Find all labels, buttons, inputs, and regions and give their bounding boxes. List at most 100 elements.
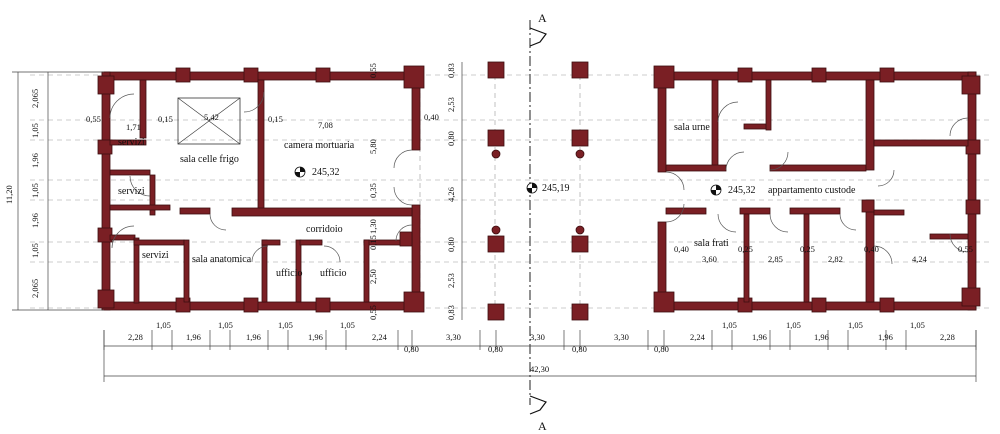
level-markers: 245,32 245,19 245,32 [294,166,756,196]
dim-width-label: 3,30 [614,332,629,342]
dim-width-label: 1,05 [218,320,233,330]
dim-label: 0,40 [864,244,879,254]
dim-label: 0,25 [738,244,753,254]
level-value-left: 245,32 [312,167,340,178]
column-base [491,149,501,159]
dim-column-label: 0,80 [446,237,456,252]
dim-width-label: 1,05 [786,320,801,330]
dim-label: 2,82 [828,254,843,264]
dim-label: 0,55 [368,305,378,320]
dim-width-label: 0,80 [488,344,503,354]
dim-width-label: 2,28 [128,332,143,342]
room-label-servizi: servizi [118,137,145,148]
dim-column-label: 0,83 [446,305,456,320]
dim-height-label: 1,96 [30,213,40,228]
column [487,129,505,147]
column [487,61,505,79]
column-base [575,149,585,159]
dim-label: 7,08 [318,120,333,130]
column [571,235,589,253]
dim-label: 0,55 [86,114,101,124]
section-label-bottom: A [538,419,547,433]
dim-label: 0,15 [158,114,173,124]
dim-column-label: 2,53 [446,273,456,288]
dim-column-label: 0,80 [446,131,456,146]
dim-width-label: 0,80 [404,344,419,354]
dim-label: 0,15 [268,114,283,124]
room-label-sala-urne: sala urne [674,122,710,133]
left-building [97,65,425,313]
left-dimension-chain: 2,065 1,05 1,96 1,05 1,96 1,05 2,065 11,… [4,71,104,311]
column [571,129,589,147]
dim-height-label: 1,05 [30,123,40,138]
dim-width-label: 0,80 [572,344,587,354]
dim-total-length: 42,30 [530,364,549,374]
dim-width-label: 1,05 [156,320,171,330]
dim-width-label: 2,24 [372,332,388,342]
level-value-right: 245,32 [728,185,756,196]
dim-width-label: 1,96 [878,332,893,342]
dim-column-label: 0,83 [446,63,456,78]
dim-label: 1,30 [368,219,378,234]
dim-label: 0,55 [368,63,378,78]
room-label-ufficio: ufficio [320,268,346,279]
column [487,303,505,321]
section-axis: A A [529,11,547,433]
dim-width-label: 1,05 [722,320,737,330]
dim-height-label: 1,05 [30,243,40,258]
dim-width-label: 1,05 [848,320,863,330]
dim-width-label: 2,28 [940,332,955,342]
colonnade-dimension-chain: 0,83 2,53 0,80 4,26 0,80 2,53 0,83 [446,62,463,320]
dim-height-label: 1,05 [30,183,40,198]
dim-label: 0,40 [424,112,439,122]
doors [109,91,969,265]
dim-width-label: 1,05 [278,320,293,330]
column-base [575,225,585,235]
room-label-appartamento-custode: appartamento custode [768,185,856,196]
column [571,303,589,321]
dim-column-label: 2,53 [446,97,456,112]
room-label-ufficio: ufficio [276,268,302,279]
grid-lines [30,74,990,310]
dim-label: 3,60 [702,254,717,264]
dim-label: 0,40 [674,244,689,254]
dim-column-label: 4,26 [446,187,456,202]
interior-dimensions: 0,55 1,71 0,15 5,42 0,15 7,08 0,55 0,40 … [86,63,973,320]
dim-height-label: 2,065 [30,89,40,108]
dim-label: 0,15 [368,235,378,250]
dim-label: 0,55 [958,244,973,254]
dim-height-label: 1,96 [30,153,40,168]
column [487,235,505,253]
dim-label: 1,71 [126,122,141,132]
dim-width-label: 1,96 [814,332,829,342]
dim-width-label: 1,96 [752,332,767,342]
room-label-sala-frati: sala frati [694,238,729,249]
bottom-dimension-chain: 2,28 1,05 1,96 1,05 1,96 1,05 1,96 1,05 … [103,320,977,382]
dim-label: 4,24 [912,254,928,264]
dim-width-label: 1,96 [186,332,201,342]
colonnade [487,61,589,321]
column [571,61,589,79]
column-base [491,225,501,235]
dim-width-label: 2,24 [690,332,706,342]
room-label-servizi: servizi [118,186,145,197]
room-label-sala-celle-frigo: sala celle frigo [180,154,239,165]
level-value-center: 245,19 [542,183,570,194]
dim-label: 5,80 [368,139,378,154]
dim-width-label: 1,05 [340,320,355,330]
room-label-camera-mortuaria: camera mortuaria [284,140,355,151]
level-marker-icon [294,166,306,178]
section-label-top: A [538,11,547,25]
right-building [653,65,981,313]
room-label-servizi: servizi [142,250,169,261]
dim-width-label: 3,30 [530,332,545,342]
dim-label: 0,25 [800,244,815,254]
dim-label: 0,35 [368,183,378,198]
level-marker-icon [526,182,538,194]
dim-width-label: 0,80 [654,344,669,354]
dim-label: 2,50 [368,269,378,284]
level-marker-icon [710,184,722,196]
dim-width-label: 1,96 [308,332,323,342]
dim-height-label: 2,065 [30,279,40,298]
